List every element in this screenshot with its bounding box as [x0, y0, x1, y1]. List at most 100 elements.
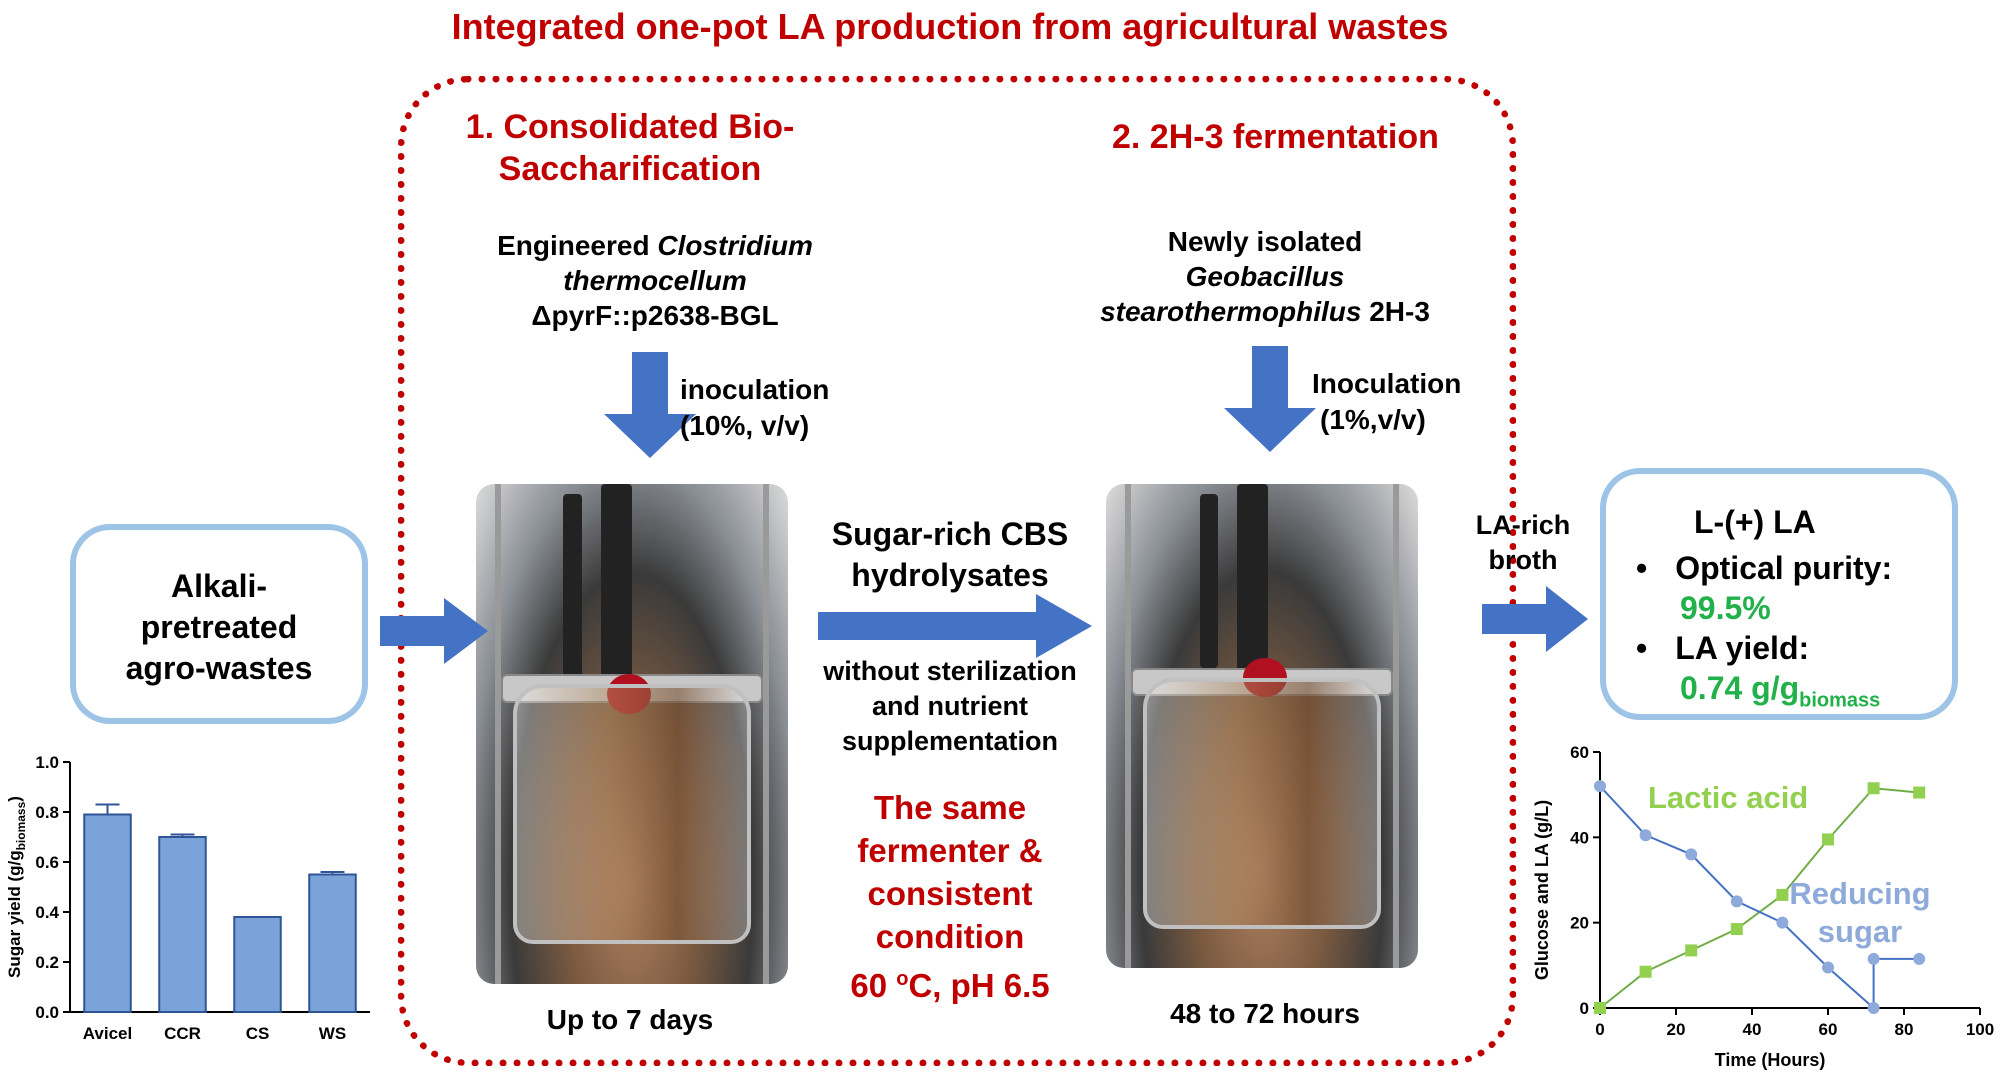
reducing-sugar-point — [1594, 780, 1606, 793]
bullet-2: • — [1636, 630, 1648, 666]
step2-organism-genus: Geobacillus — [1185, 261, 1345, 292]
conditions-line2: and nutrient — [872, 691, 1028, 721]
step1-organism: Engineered Clostridium thermocellum Δpyr… — [450, 228, 860, 333]
hydrolysate-label: Sugar-rich CBS hydrolysates — [800, 514, 1100, 596]
step2-inoculation-label: Inoculation (1%,v/v) — [1312, 366, 1461, 438]
lactic-acid-point — [1730, 923, 1743, 936]
input-line3: agro-wastes — [125, 650, 313, 686]
bar-cs — [233, 916, 282, 1013]
line-x-tick-label: 80 — [1895, 1020, 1914, 1039]
bar-avicel — [83, 813, 132, 1013]
lactic-acid-label: Lactic acid — [1648, 780, 1808, 815]
line-x-tick-label: 100 — [1966, 1020, 1994, 1039]
bar-ccr — [158, 836, 207, 1013]
yield-sub: biomass — [1799, 689, 1881, 712]
step2-inoculation-line1: Inoculation — [1312, 368, 1462, 399]
purity-value: 99.5% — [1680, 590, 1771, 626]
line-y-tick-label: 20 — [1570, 914, 1589, 933]
line-x-tick-label: 60 — [1819, 1020, 1838, 1039]
lactic-acid-point — [1639, 965, 1652, 978]
broth-label: LA-rich broth — [1458, 508, 1588, 578]
figure-title: Integrated one-pot LA production from ag… — [451, 6, 1449, 47]
bar-category-label: WS — [319, 1024, 346, 1043]
output-box: L-(+) LA •Optical purity: 99.5% •LA yiel… — [1600, 468, 1958, 720]
fermenter-photo-1 — [476, 484, 788, 984]
bar-y-tick-label: 0.6 — [35, 853, 59, 872]
reducing-sugar-point — [1867, 952, 1880, 965]
bar-y-tick-label: 1.0 — [35, 753, 59, 772]
step2-inoculation-line2: (1%,v/v) — [1320, 404, 1426, 435]
step1-inoculation-line2: (10%, v/v) — [680, 410, 810, 441]
reducing-sugar-point — [1639, 829, 1652, 842]
step1-organism-species: thermocellum — [563, 265, 747, 296]
output-title: L-(+) LA — [1694, 504, 1816, 540]
step2-heading: 2. 2H-3 fermentation — [1112, 118, 1439, 156]
bar-category-label: CCR — [164, 1024, 201, 1043]
reducing-sugar-label-line1: Reducing — [1789, 876, 1930, 911]
same-line4: condition — [875, 918, 1025, 955]
line-y-tick-label: 0 — [1580, 999, 1589, 1018]
broth-line1: LA-rich — [1475, 510, 1571, 540]
purity-label: Optical purity: — [1675, 550, 1893, 586]
step1-organism-genus: Clostridium — [657, 230, 813, 261]
reducing-sugar-point — [1730, 895, 1743, 908]
step2-duration: 48 to 72 hours — [1170, 998, 1360, 1029]
inoculation-arrow-2 — [1224, 346, 1316, 452]
step1-heading: 1. Consolidated Bio- Saccharification — [420, 106, 840, 190]
bar-y-tick-label: 0.0 — [35, 1003, 59, 1022]
step1-organism-prefix: Engineered — [497, 230, 658, 261]
one-pot-frame — [398, 76, 1516, 1066]
bar-category-label: CS — [246, 1024, 270, 1043]
temperature-ph: 60 oC, pH 6.5 — [850, 967, 1050, 1004]
same-line3: consistent — [867, 875, 1033, 912]
step2-organism-line1: Newly isolated — [1167, 226, 1363, 257]
bullet-1: • — [1636, 550, 1648, 586]
hydrolysate-line2: hydrolysates — [851, 557, 1049, 593]
reducing-sugar-point — [1867, 1002, 1880, 1014]
same-line2: fermenter & — [857, 832, 1043, 869]
input-line1: Alkali- — [170, 568, 268, 604]
bar-ws — [308, 873, 357, 1013]
bar-category-label: Avicel — [83, 1024, 132, 1043]
line-x-tick-label: 40 — [1743, 1020, 1762, 1039]
reducing-sugar-label-line2: sugar — [1818, 914, 1902, 949]
step1-heading-line1: 1. Consolidated Bio- — [465, 108, 795, 146]
line-x-tick-label: 20 — [1667, 1020, 1686, 1039]
same-line1: The same — [873, 789, 1027, 826]
conditions-label: without sterilization and nutrient suppl… — [800, 654, 1100, 759]
line-x-tick-label: 0 — [1595, 1020, 1604, 1039]
same-fermenter-label: The same fermenter & consistent conditio… — [800, 786, 1100, 1007]
lactic-acid-point — [1913, 786, 1926, 799]
reducing-sugar-point — [1776, 916, 1789, 929]
line-y-tick-label: 40 — [1570, 828, 1589, 847]
lactic-acid-point — [1776, 888, 1789, 901]
broth-line2: broth — [1488, 545, 1558, 575]
bar-y-tick-label: 0.2 — [35, 953, 59, 972]
feed-arrow — [380, 598, 488, 664]
step1-organism-strain: ΔpyrF::p2638-BGL — [531, 300, 779, 331]
input-box: Alkali- pretreated agro-wastes — [70, 524, 368, 724]
step2-organism-strain: 2H-3 — [1361, 296, 1430, 327]
lactic-acid-point — [1822, 833, 1834, 846]
lactic-acid-point — [1867, 782, 1880, 795]
reducing-sugar-point — [1913, 952, 1926, 965]
hydrolysate-line1: Sugar-rich CBS — [831, 516, 1069, 552]
yield-value: 0.74 g/g — [1680, 670, 1800, 706]
line-x-axis-label: Time (Hours) — [1715, 1050, 1826, 1070]
bar-y-axis-label: Sugar yield (g/gbiomass) — [5, 796, 28, 978]
step1-inoculation-line1: inoculation — [680, 374, 830, 405]
step2-organism: Newly isolated Geobacillus stearothermop… — [1060, 224, 1470, 329]
input-line2: pretreated — [140, 609, 298, 645]
step2-organism-species: stearothermophilus — [1100, 296, 1362, 327]
bar-y-tick-label: 0.4 — [35, 903, 59, 922]
lactic-acid-point — [1685, 944, 1698, 957]
fermenter-photo-2 — [1106, 484, 1418, 968]
line-y-axis-label: Glucose and LA (g/L) — [1532, 800, 1552, 980]
step1-duration: Up to 7 days — [546, 1004, 714, 1035]
output-arrow — [1482, 586, 1588, 652]
step1-inoculation-label: inoculation (10%, v/v) — [680, 372, 829, 444]
reducing-sugar-point — [1822, 961, 1834, 974]
reducing-sugar-point — [1685, 848, 1698, 861]
